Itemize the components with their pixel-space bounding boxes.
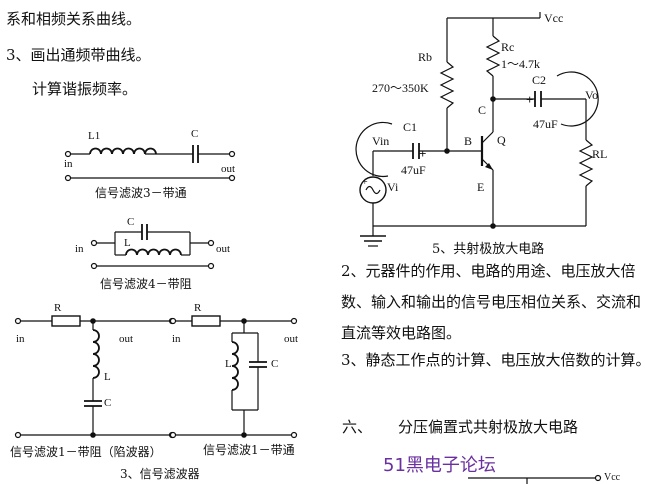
voltage-divider-amplifier-partial xyxy=(468,474,602,484)
label-out: out xyxy=(284,333,299,345)
filter-1-bandpass-schematic xyxy=(169,315,298,439)
label-rc: Rc xyxy=(501,40,515,54)
text-line-1: 系和相频关系曲线。 xyxy=(6,10,142,28)
label-l: L xyxy=(124,237,131,249)
emitter-arrow-icon xyxy=(485,163,493,170)
filter-3-bandpass-schematic xyxy=(64,145,236,182)
label-r: R xyxy=(194,302,202,314)
filter-caption: 信号滤波1－带阻（陷波器） xyxy=(10,445,162,459)
label-l: L xyxy=(104,371,111,383)
label-b-node: B xyxy=(464,134,473,148)
paragraph-components: 2、元器件的作用、电路的用途、电压放大倍数、输入和输出的信号电压相位关系、交流和… xyxy=(341,262,642,342)
amplifier-caption: 5、共射极放大电路 xyxy=(432,242,545,257)
label-c: C xyxy=(104,397,112,409)
filter-caption: 信号滤波1－带通 xyxy=(203,443,295,457)
label-rc-value: 1～4.7k xyxy=(501,57,541,71)
filter-4-bandstop-schematic xyxy=(90,224,215,270)
label-in: in xyxy=(16,333,25,345)
label-vi-plus: + xyxy=(362,177,368,188)
label-l: L xyxy=(225,358,232,370)
label-c2-value: 47uF xyxy=(533,117,558,131)
label-out: out xyxy=(221,163,236,175)
label-c: C xyxy=(127,216,135,228)
forum-watermark: 51黑电子论坛 xyxy=(383,455,496,476)
text-line-3: 计算谐振频率。 xyxy=(32,80,138,98)
label-c: C xyxy=(191,128,199,140)
label-c2-plus: + xyxy=(526,92,534,107)
label-c-node: C xyxy=(478,103,487,117)
label-l1: L1 xyxy=(88,130,101,142)
section-caption: 3、信号滤波器 xyxy=(120,467,200,481)
label-vi: Vi xyxy=(387,180,399,194)
label-c1-value: 47uF xyxy=(401,163,426,177)
label-q: Q xyxy=(497,133,506,147)
label-c: C xyxy=(271,358,279,370)
label-in: in xyxy=(75,243,84,255)
section-number: 六、 xyxy=(342,418,373,436)
label-c2: C2 xyxy=(532,73,547,87)
label-in: in xyxy=(172,333,181,345)
label-in: in xyxy=(64,158,73,170)
label-out: out xyxy=(119,333,134,345)
filter-1-notch-schematic xyxy=(14,315,176,439)
label-rb-value: 270～350K xyxy=(372,81,429,95)
filter-caption: 信号滤波3－带通 xyxy=(95,186,187,200)
text-line-2: 3、画出通频带曲线。 xyxy=(6,46,151,64)
label-e-node: E xyxy=(477,180,485,194)
label-rb: Rb xyxy=(418,50,433,64)
common-emitter-amplifier-schematic xyxy=(355,12,599,247)
filter-caption: 信号滤波4－带阻 xyxy=(100,277,192,291)
paragraph-calculation: 3、静态工作点的计算、电压放大倍数的计算。 xyxy=(341,351,645,369)
label-vo: Vo xyxy=(585,88,599,102)
label-vcc: Vcc xyxy=(544,11,564,25)
label-vcc-2: Vcc xyxy=(604,472,621,483)
label-out: out xyxy=(216,243,231,255)
section-title: 分压偏置式共射极放大电路 xyxy=(398,418,579,436)
label-r: R xyxy=(54,302,62,314)
label-rl: RL xyxy=(592,147,608,161)
label-c1: C1 xyxy=(403,120,418,134)
label-vin: Vin xyxy=(372,134,390,148)
label-c1-plus: + xyxy=(419,146,427,161)
